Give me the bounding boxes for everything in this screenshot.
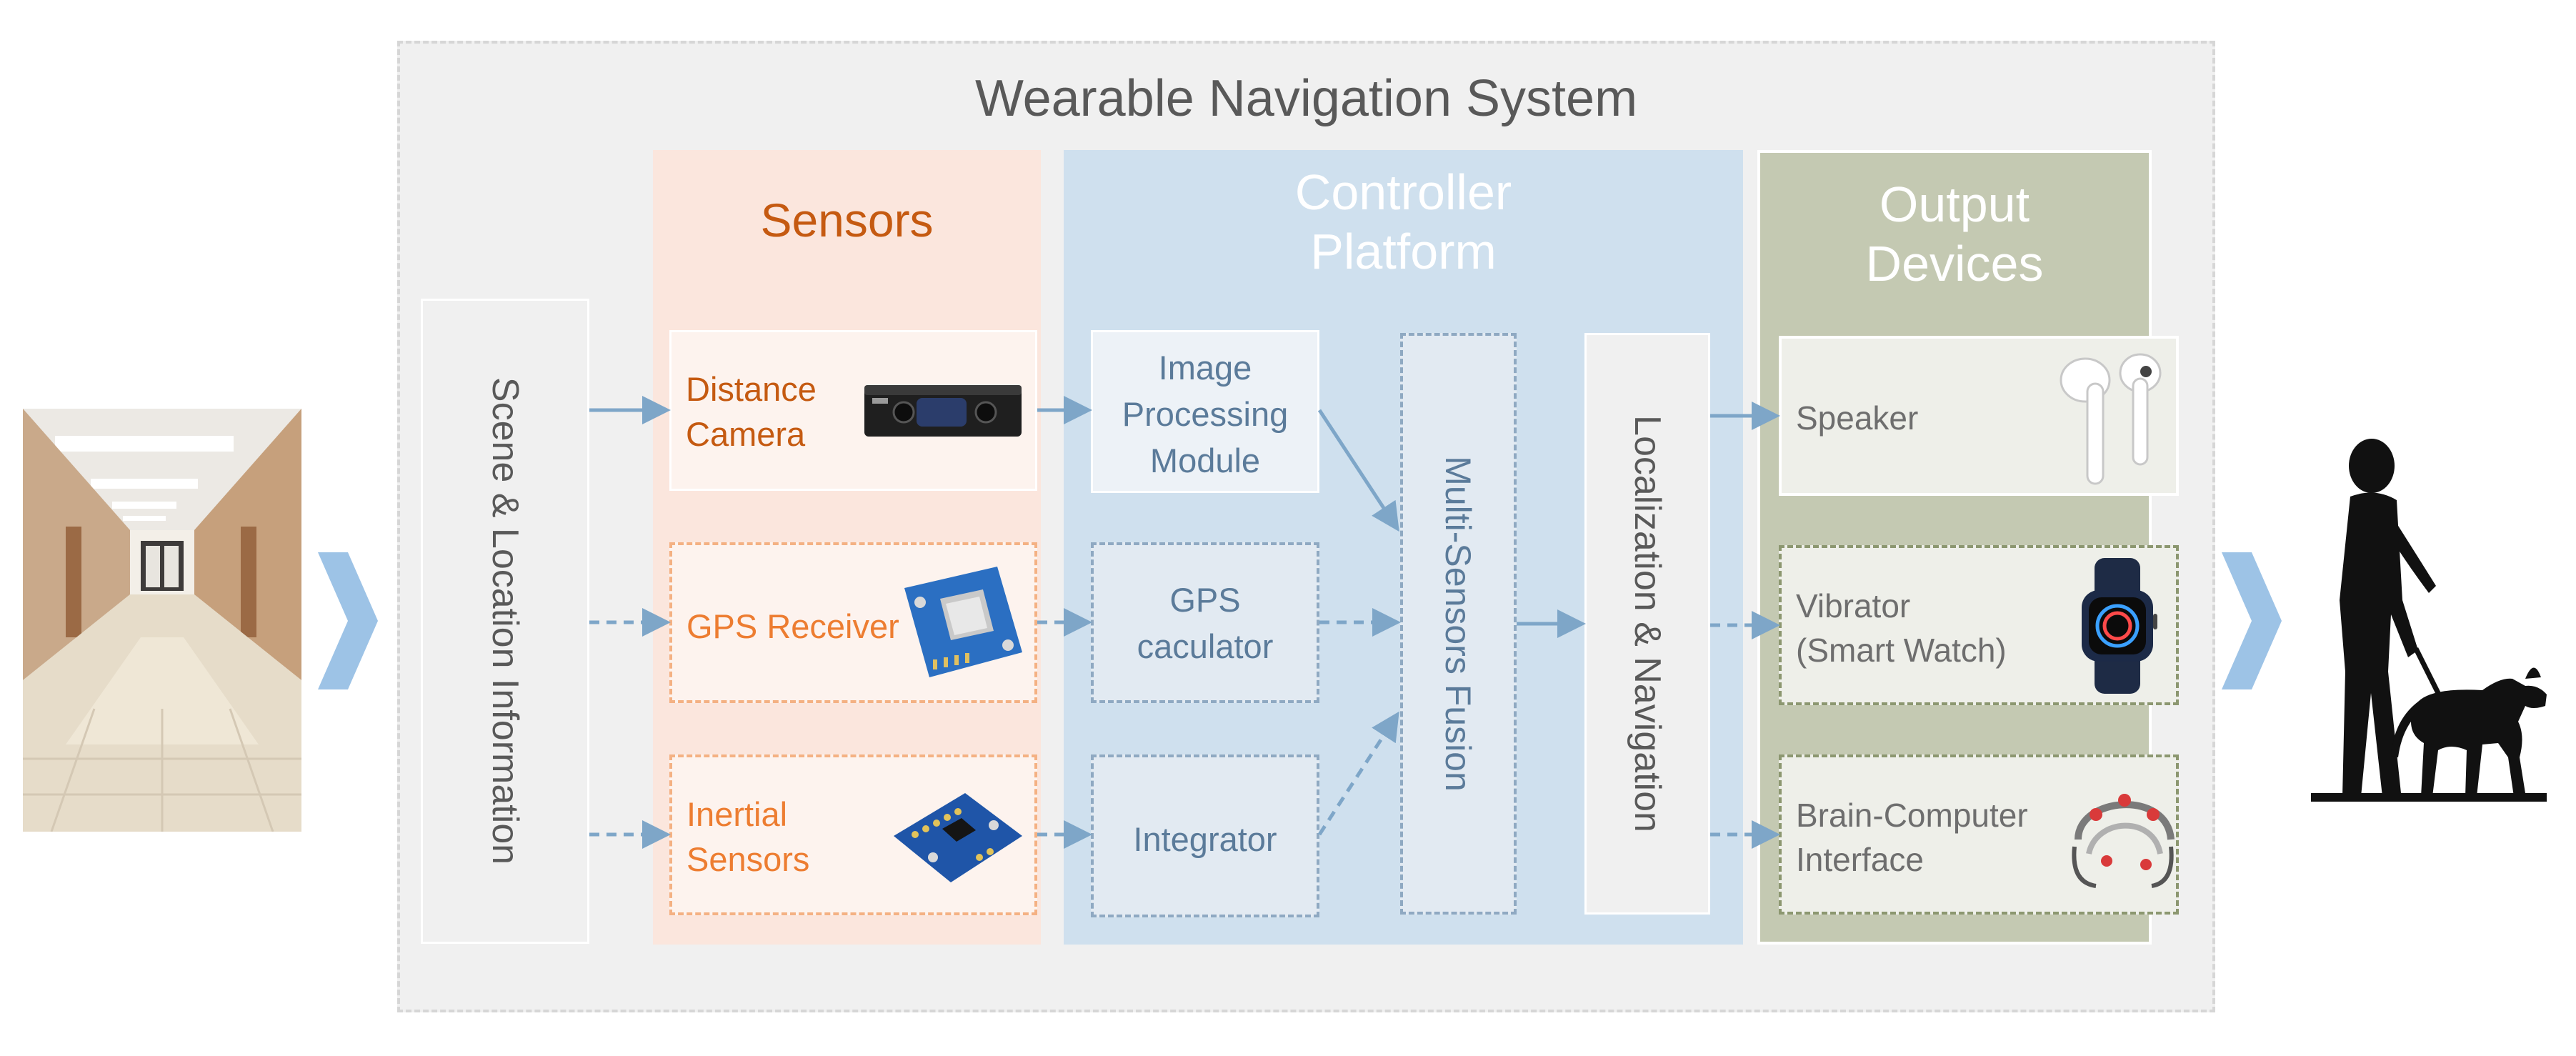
gps-receiver-label: GPS Receiver [687, 607, 899, 645]
imu-board-icon [894, 793, 1022, 882]
smart-watch-icon [2082, 558, 2157, 694]
speaker-box: Speaker [1779, 336, 2179, 496]
integrator-box: Integrator [1091, 754, 1319, 917]
inertial-sensors-box: Inertial Sensors [669, 754, 1037, 915]
person-with-guide-dog-icon [2311, 439, 2547, 802]
depth-camera-icon [864, 385, 1022, 437]
scene-location-box [421, 299, 589, 944]
gps-receiver-box: GPS Receiver [669, 542, 1037, 703]
image-processing-module-box: Image Processing Module [1091, 330, 1319, 493]
output-title: Output Devices [1865, 176, 2044, 292]
gps-calculator-box: GPS caculator [1091, 542, 1319, 703]
gps-module-icon [904, 567, 1022, 677]
system-title: Wearable Navigation System [974, 70, 1638, 127]
brain-computer-interface-label: Brain-Computer Interface [1796, 797, 2028, 879]
hallway-photo [23, 409, 301, 832]
gps-calculator-label: GPS caculator [1137, 581, 1274, 665]
arrow-integrator-to-fusion [1317, 711, 1399, 836]
output-chevron-icon [2222, 552, 2282, 689]
input-chevron-icon [318, 552, 378, 689]
inertial-sensors-label: Inertial Sensors [687, 795, 810, 879]
earbuds-icon [2060, 353, 2162, 485]
multi-sensors-fusion-box [1400, 333, 1517, 915]
eeg-headset-icon [2072, 794, 2175, 888]
sensors-title: Sensors [760, 194, 934, 246]
speaker-label: Speaker [1796, 399, 1919, 437]
integrator-label: Integrator [1133, 820, 1277, 858]
distance-camera-box: Distance Camera [669, 330, 1037, 491]
arrow-image-to-fusion [1317, 409, 1399, 532]
controller-title: Controller Platform [1294, 164, 1512, 279]
vibrator-label: Vibrator (Smart Watch) [1796, 587, 2007, 669]
brain-computer-interface-box: Brain-Computer Interface [1779, 754, 2179, 915]
distance-camera-label: Distance Camera [686, 370, 817, 454]
image-processing-module-label: Image Processing Module [1122, 349, 1289, 479]
vibrator-box: Vibrator (Smart Watch) [1779, 545, 2179, 705]
